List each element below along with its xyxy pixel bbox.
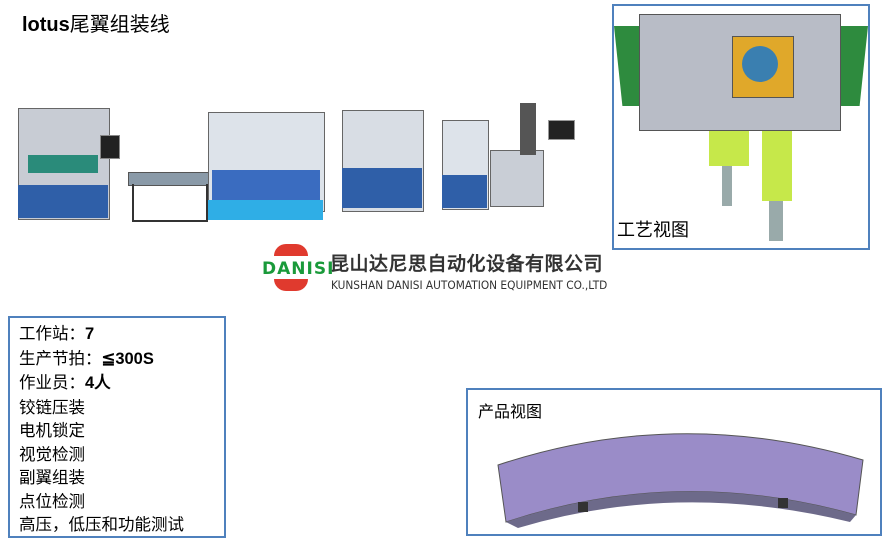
product-view-label: 产品视图 <box>478 398 543 422</box>
gear-icon-bottom <box>274 279 308 291</box>
spoiler-image <box>497 433 864 528</box>
page-title: lotus尾翼组装线 <box>22 12 170 36</box>
process-item: 副翼组装 <box>19 468 85 487</box>
process-view-panel: 工艺视图 <box>612 4 870 250</box>
line-info-panel: 工作站：7 生产节拍：≦300S 作业员：4人 铰链压装 电机锁定 视觉检测 副… <box>8 316 226 538</box>
process-item: 视觉检测 <box>19 444 85 464</box>
process-item: 铰链压装 <box>19 397 85 417</box>
logo-brand: DANISI <box>262 259 335 279</box>
process-item: 电机锁定 <box>19 421 85 440</box>
info-operators: 作业员：4人 <box>19 373 111 392</box>
product-view-panel: 产品视图 <box>466 388 882 536</box>
info-stations: 工作站：7 <box>19 324 95 343</box>
company-name-cn: 昆山达尼思自动化设备有限公司 <box>330 253 604 275</box>
process-item: 高压，低压和功能测试 <box>19 515 184 534</box>
gear-icon <box>274 244 308 256</box>
process-view-label: 工艺视图 <box>617 216 689 242</box>
info-cycle-time: 生产节拍：≦300S <box>19 348 154 368</box>
company-name-en: KUNSHAN DANISI AUTOMATION EQUIPMENT CO.,… <box>331 278 608 292</box>
process-item: 点位检测 <box>19 491 85 511</box>
